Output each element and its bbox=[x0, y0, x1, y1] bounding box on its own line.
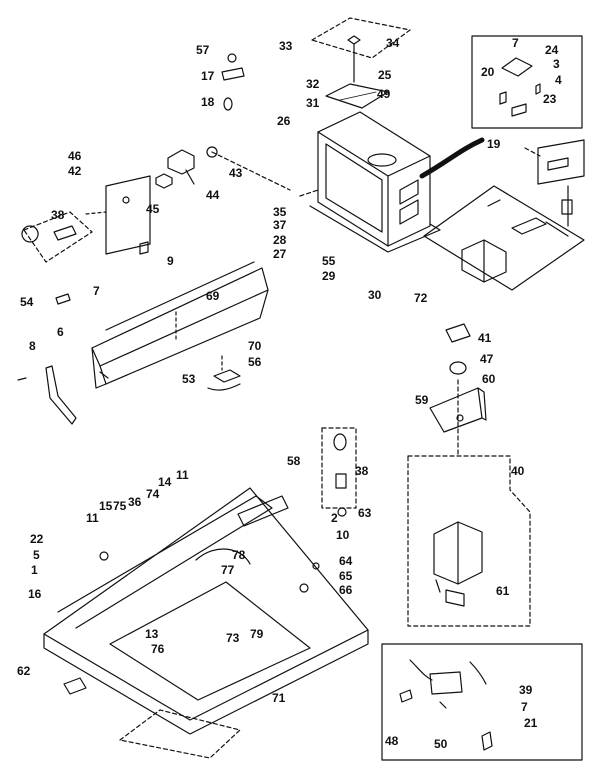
label-34: 34 bbox=[386, 36, 400, 50]
label-78: 78 bbox=[232, 548, 246, 562]
label-10: 10 bbox=[336, 528, 350, 542]
label-70: 70 bbox=[248, 339, 262, 353]
label-2: 2 bbox=[331, 511, 338, 525]
small-parts bbox=[155, 146, 291, 191]
label-47: 47 bbox=[480, 352, 494, 366]
label-3: 3 bbox=[553, 57, 560, 71]
label-17: 17 bbox=[201, 69, 215, 83]
control-box bbox=[299, 111, 441, 253]
label-69: 69 bbox=[206, 289, 220, 303]
label-1: 1 bbox=[31, 563, 38, 577]
valve-assembly bbox=[524, 139, 585, 227]
label-73: 73 bbox=[226, 631, 240, 645]
label-26: 26 bbox=[277, 114, 291, 128]
label-7-rail: 7 bbox=[93, 284, 100, 298]
label-45: 45 bbox=[146, 202, 160, 216]
label-44: 44 bbox=[206, 188, 220, 202]
label-59: 59 bbox=[415, 393, 429, 407]
label-71: 71 bbox=[272, 691, 286, 705]
label-5: 5 bbox=[33, 548, 40, 562]
label-62: 62 bbox=[17, 664, 31, 678]
label-7-harness: 7 bbox=[521, 700, 528, 714]
label-48: 48 bbox=[385, 734, 399, 748]
label-18: 18 bbox=[201, 95, 215, 109]
label-28: 28 bbox=[273, 233, 287, 247]
label-41: 41 bbox=[478, 331, 492, 345]
label-38-upper: 38 bbox=[51, 208, 65, 222]
label-36: 36 bbox=[128, 495, 142, 509]
base-plate bbox=[43, 487, 369, 759]
label-63: 63 bbox=[358, 506, 372, 520]
label-55: 55 bbox=[322, 254, 336, 268]
label-56: 56 bbox=[248, 355, 262, 369]
bracket-plate bbox=[311, 17, 411, 109]
label-23: 23 bbox=[543, 92, 557, 106]
label-76: 76 bbox=[151, 642, 165, 656]
motor-bracket bbox=[429, 323, 487, 455]
label-6: 6 bbox=[57, 325, 64, 339]
label-32: 32 bbox=[306, 77, 320, 91]
label-25: 25 bbox=[378, 68, 392, 82]
label-19: 19 bbox=[487, 137, 501, 151]
mounting-bracket bbox=[21, 175, 151, 263]
label-38-lower: 38 bbox=[355, 464, 369, 478]
drive-motor-inset bbox=[407, 455, 531, 627]
front-rail bbox=[91, 261, 269, 389]
label-16: 16 bbox=[28, 587, 42, 601]
label-58: 58 bbox=[287, 454, 301, 468]
pump-inset bbox=[321, 427, 357, 509]
label-75: 75 bbox=[113, 499, 127, 513]
label-53: 53 bbox=[182, 372, 196, 386]
label-39: 39 bbox=[519, 683, 533, 697]
label-15: 15 bbox=[99, 499, 113, 513]
switch-inset bbox=[471, 35, 583, 129]
label-46: 46 bbox=[68, 149, 82, 163]
label-79: 79 bbox=[250, 627, 264, 641]
label-66: 66 bbox=[339, 583, 353, 597]
label-77: 77 bbox=[221, 563, 235, 577]
label-8: 8 bbox=[29, 339, 36, 353]
label-65: 65 bbox=[339, 569, 353, 583]
label-40: 40 bbox=[511, 464, 525, 478]
label-29: 29 bbox=[322, 269, 336, 283]
label-11-upper: 11 bbox=[176, 468, 189, 482]
harness-inset bbox=[381, 643, 583, 761]
handle bbox=[17, 293, 77, 425]
label-42: 42 bbox=[68, 164, 82, 178]
label-11-lower: 11 bbox=[86, 511, 99, 525]
label-72: 72 bbox=[414, 291, 428, 305]
label-43: 43 bbox=[229, 166, 243, 180]
label-20: 20 bbox=[481, 65, 495, 79]
label-35: 35 bbox=[273, 205, 287, 219]
label-14: 14 bbox=[158, 475, 172, 489]
label-37: 37 bbox=[273, 218, 287, 232]
label-31: 31 bbox=[306, 96, 320, 110]
label-27: 27 bbox=[273, 247, 287, 261]
label-21: 21 bbox=[524, 716, 538, 730]
label-9: 9 bbox=[167, 254, 174, 268]
label-13: 13 bbox=[145, 627, 159, 641]
label-64: 64 bbox=[339, 554, 353, 568]
label-57: 57 bbox=[196, 43, 210, 57]
label-4: 4 bbox=[555, 73, 562, 87]
motor-inset bbox=[423, 185, 585, 291]
label-61: 61 bbox=[496, 584, 510, 598]
label-24: 24 bbox=[545, 43, 559, 57]
label-50: 50 bbox=[434, 737, 448, 751]
label-7-upper: 7 bbox=[512, 36, 519, 50]
label-49: 49 bbox=[377, 87, 391, 101]
label-60: 60 bbox=[482, 372, 496, 386]
label-54: 54 bbox=[20, 295, 34, 309]
label-33: 33 bbox=[279, 39, 293, 53]
label-22: 22 bbox=[30, 532, 44, 546]
label-30: 30 bbox=[368, 288, 382, 302]
label-74: 74 bbox=[146, 487, 160, 501]
